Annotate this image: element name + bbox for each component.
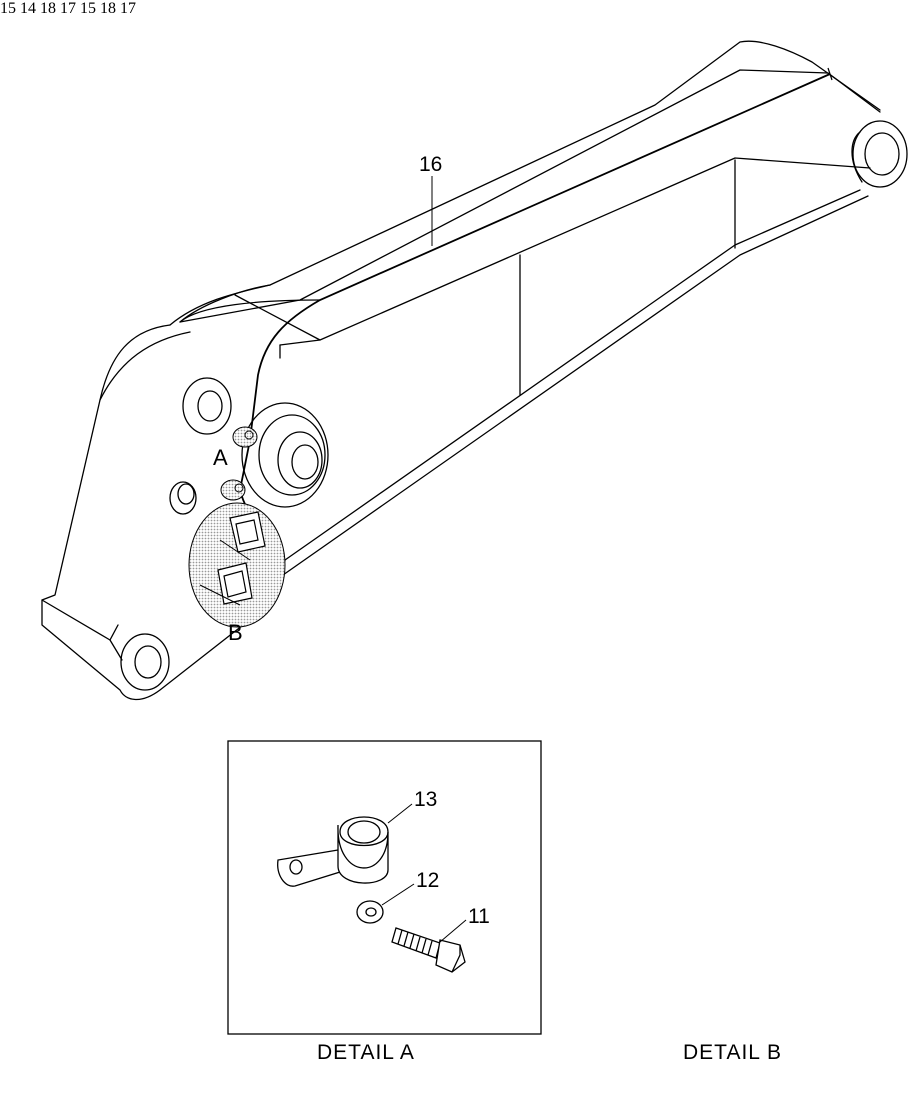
detail-b-caption: DETAIL B <box>683 1041 783 1064</box>
arm-flange-edge <box>179 69 881 323</box>
clamp-13 <box>277 816 389 887</box>
arm-assembly <box>41 40 908 701</box>
arm-bottom-edge <box>284 189 861 561</box>
lower-pin-boss <box>120 633 170 691</box>
arm-top-edge <box>169 40 881 326</box>
svg-text:13: 13 <box>414 788 437 811</box>
stud <box>169 481 197 515</box>
upper-pin-boss <box>182 377 232 435</box>
svg-text:12: 12 <box>416 869 439 892</box>
detail-a-panel: 13 12 11 <box>227 740 542 1035</box>
svg-text:16: 16 <box>419 153 442 176</box>
callout-16: 16 <box>419 153 442 246</box>
bolt-11 <box>391 927 466 973</box>
right-pin-boss <box>851 120 908 188</box>
boss-plate <box>41 324 286 701</box>
detail-b-marker: B <box>188 502 286 645</box>
detail-b-panel: 15 14 18 17 <box>0 0 136 17</box>
detail-a-marker: A <box>213 426 258 501</box>
lock-washer-12 <box>356 900 384 924</box>
main-pivot-boss <box>241 402 329 508</box>
svg-text:11: 11 <box>468 905 490 928</box>
marker-a-label: A <box>213 445 228 470</box>
detail-a-caption: DETAIL A <box>317 1041 415 1064</box>
marker-b-label: B <box>228 620 243 645</box>
